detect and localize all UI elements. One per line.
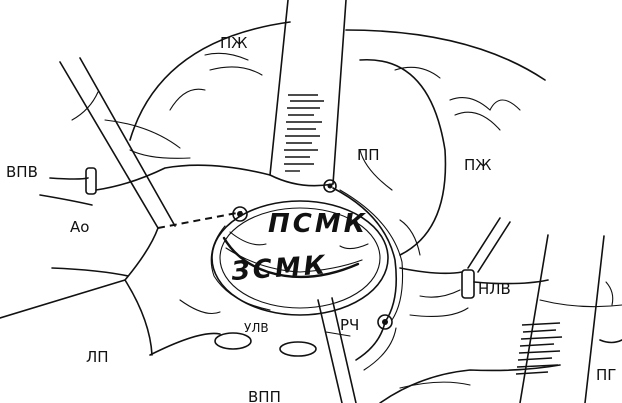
label-lp: ЛП	[86, 348, 109, 366]
dashed-suture-line	[158, 212, 242, 228]
label-pzh-top: ПЖ	[220, 34, 247, 52]
label-psmk: ПСМК	[268, 209, 368, 239]
label-ulv: УЛВ	[244, 321, 269, 335]
label-rch: РЧ	[340, 316, 359, 334]
label-nlv: НЛВ	[478, 280, 511, 298]
aorta-structures	[0, 58, 270, 355]
label-pg: ПГ	[596, 366, 616, 384]
label-pp: ПП	[357, 146, 380, 164]
right-vessel	[400, 218, 548, 316]
lower-cannula	[318, 298, 396, 403]
label-ao: Ао	[70, 218, 89, 236]
label-zsmk: ЗСМК	[229, 250, 329, 287]
label-pzh-right: ПЖ	[464, 156, 491, 174]
retractor-blade-upper	[270, 0, 346, 186]
label-vpp: ВПП	[248, 388, 281, 403]
label-vpv: ВПВ	[6, 163, 38, 181]
